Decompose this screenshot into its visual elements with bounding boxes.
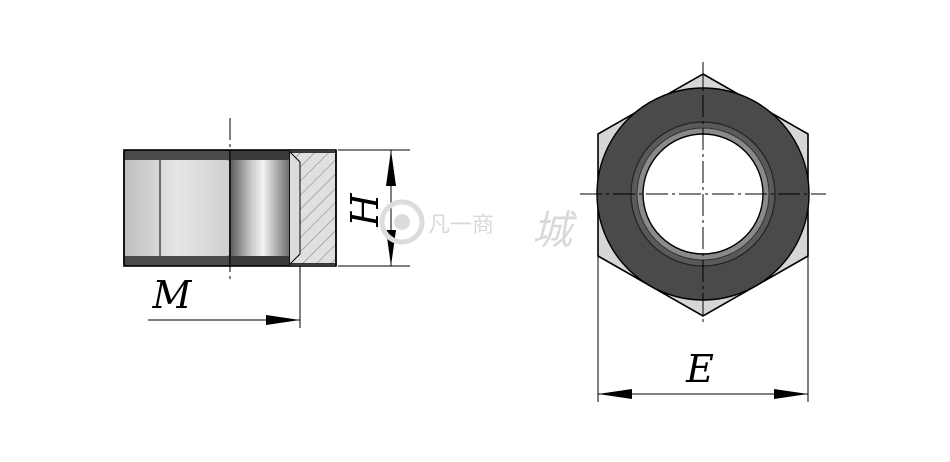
e-arrow-right [774, 389, 808, 399]
m-arrow [266, 315, 300, 325]
e-arrow-left [598, 389, 632, 399]
watermark-logo [379, 199, 425, 245]
bore-bottom-band [230, 256, 290, 266]
h-arrow-top [386, 150, 396, 186]
watermark: 凡一商 城 [379, 199, 577, 254]
e-label: E [685, 347, 714, 391]
bore-surface [229, 151, 291, 265]
watermark-text: 凡一商 [428, 213, 494, 238]
top-chamfer-band [124, 150, 230, 160]
bottom-chamfer-band [124, 256, 230, 266]
section-chamfer [289, 151, 301, 265]
top-view: E [580, 62, 826, 402]
bore-top-band [230, 150, 290, 160]
nut-outer-flank [123, 151, 231, 265]
m-label: M [152, 273, 193, 317]
watermark-glyph: 城 [532, 208, 577, 254]
side-view: H M [123, 118, 410, 328]
